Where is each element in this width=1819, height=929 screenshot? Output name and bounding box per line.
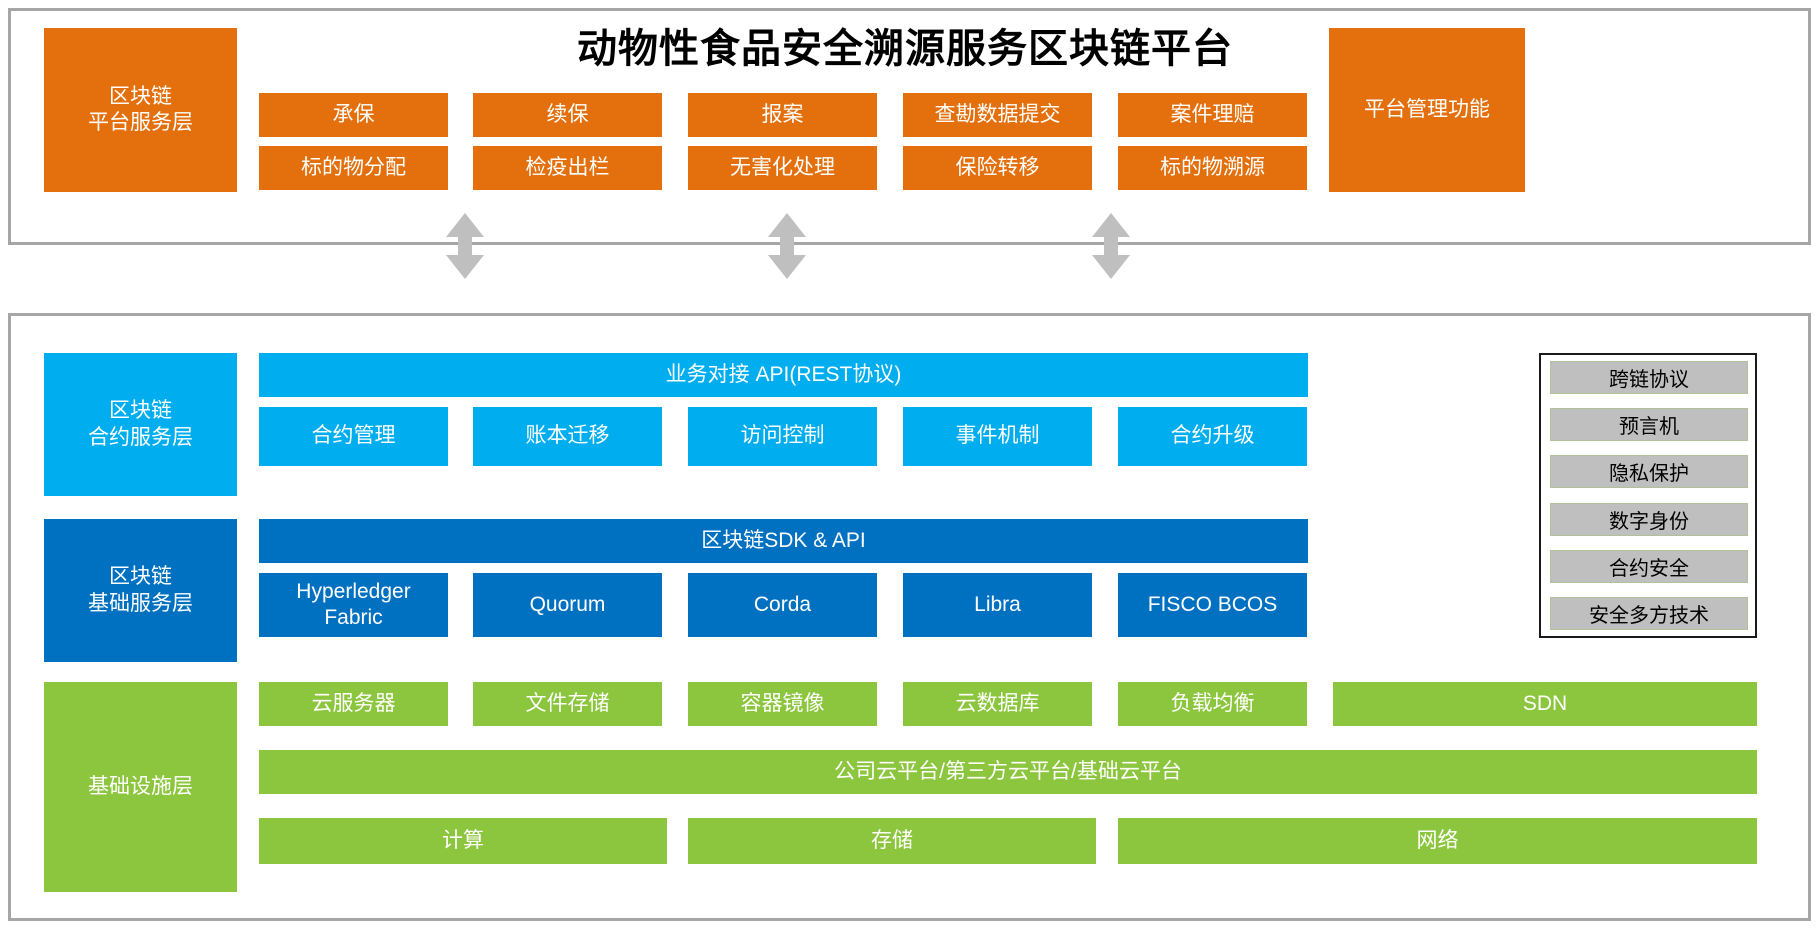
service-block-biaodiwu-fenpei[interactable]: 标的物分配 [259,146,448,190]
page-title: 动物性食品安全溯源服务区块链平台 [577,27,1233,71]
contract-block-shijian-jizhi[interactable]: 事件机制 [903,407,1092,466]
tech-item-privacy-protection[interactable]: 隐私保护 [1550,455,1748,489]
service-block-biaodiwu-suyuan[interactable]: 标的物溯源 [1118,146,1307,190]
service-block-anjian-lipei[interactable]: 案件理赔 [1118,93,1307,137]
infra-block-container-image[interactable]: 容器镜像 [688,682,877,726]
base-block-corda[interactable]: Corda [688,573,877,637]
layer-label-base-service: 区块链 基础服务层 [44,519,237,662]
contract-block-heyue-guanli[interactable]: 合约管理 [259,407,448,466]
cloud-platform-bar[interactable]: 公司云平台/第三方云平台/基础云平台 [259,750,1757,794]
infra-block-cloud-server[interactable]: 云服务器 [259,682,448,726]
service-block-chakan-shuju-tijiao[interactable]: 查勘数据提交 [903,93,1092,137]
layer-label-platform-service: 区块链 平台服务层 [44,28,237,192]
blockchain-sdk-api-bar[interactable]: 区块链SDK & API [259,519,1308,563]
infra-block-storage[interactable]: 存储 [688,818,1096,864]
layer-label-infrastructure: 基础设施层 [44,682,237,892]
infra-block-network[interactable]: 网络 [1118,818,1757,864]
base-block-hyperledger-fabric[interactable]: Hyperledger Fabric [259,573,448,637]
service-block-baoxian-zhuanyi[interactable]: 保险转移 [903,146,1092,190]
base-block-quorum[interactable]: Quorum [473,573,662,637]
service-block-jianyi-chulan[interactable]: 检疫出栏 [473,146,662,190]
tech-item-cross-chain-protocol[interactable]: 跨链协议 [1550,361,1748,394]
infra-block-compute[interactable]: 计算 [259,818,667,864]
base-block-libra[interactable]: Libra [903,573,1092,637]
tech-item-secure-multiparty[interactable]: 安全多方技术 [1550,596,1748,630]
service-block-xubao[interactable]: 续保 [473,93,662,137]
service-block-baoan[interactable]: 报案 [688,93,877,137]
infra-block-file-storage[interactable]: 文件存储 [473,682,662,726]
contract-block-zhangben-qianyi[interactable]: 账本迁移 [473,407,662,466]
platform-management-block[interactable]: 平台管理功能 [1329,28,1525,192]
infra-block-load-balancer[interactable]: 负载均衡 [1118,682,1307,726]
double-arrow-icon [764,213,810,279]
infra-block-sdn[interactable]: SDN [1333,682,1757,726]
contract-block-fangwen-kongzhi[interactable]: 访问控制 [688,407,877,466]
tech-item-digital-identity[interactable]: 数字身份 [1550,502,1748,536]
service-block-chengbao[interactable]: 承保 [259,93,448,137]
tech-item-oracle[interactable]: 预言机 [1550,408,1748,442]
infra-block-cloud-database[interactable]: 云数据库 [903,682,1092,726]
double-arrow-icon [1088,213,1134,279]
layer-label-contract-service: 区块链 合约服务层 [44,353,237,496]
side-technology-box: 跨链协议 预言机 隐私保护 数字身份 合约安全 安全多方技术 [1539,353,1757,638]
contract-api-bar[interactable]: 业务对接 API(REST协议) [259,353,1308,397]
tech-item-contract-security[interactable]: 合约安全 [1550,549,1748,583]
base-block-fisco-bcos[interactable]: FISCO BCOS [1118,573,1307,637]
service-block-wuhaihua-chuli[interactable]: 无害化处理 [688,146,877,190]
double-arrow-icon [442,213,488,279]
contract-block-heyue-shengji[interactable]: 合约升级 [1118,407,1307,466]
